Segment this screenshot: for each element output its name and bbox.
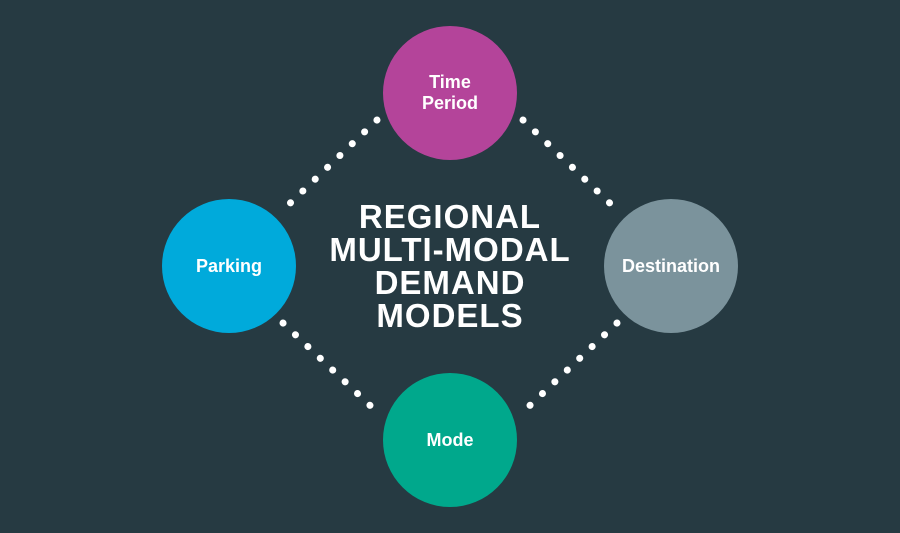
connector-time-parking — [279, 116, 381, 214]
connector-time-destination — [519, 116, 621, 214]
node-parking: Parking — [162, 199, 296, 333]
title-line-1: REGIONAL — [358, 198, 542, 235]
node-destination-label: Destination — [621, 255, 720, 276]
title-line-2: MULTI-MODAL — [329, 231, 571, 268]
connector-destination-mode — [519, 319, 621, 416]
node-mode-label: Mode — [426, 429, 474, 450]
node-time-period: Time Period — [383, 26, 517, 160]
diagram-title: REGIONAL MULTI-MODAL DEMAND MODELS — [300, 200, 600, 332]
node-mode: Mode — [383, 373, 517, 507]
node-parking-label: Parking — [195, 255, 263, 276]
node-destination: Destination — [604, 199, 738, 333]
connector-parking-mode — [279, 319, 381, 416]
node-time-period-label: Time Period — [421, 72, 478, 113]
title-line-3: DEMAND — [374, 264, 526, 301]
title-line-4: MODELS — [376, 297, 524, 334]
